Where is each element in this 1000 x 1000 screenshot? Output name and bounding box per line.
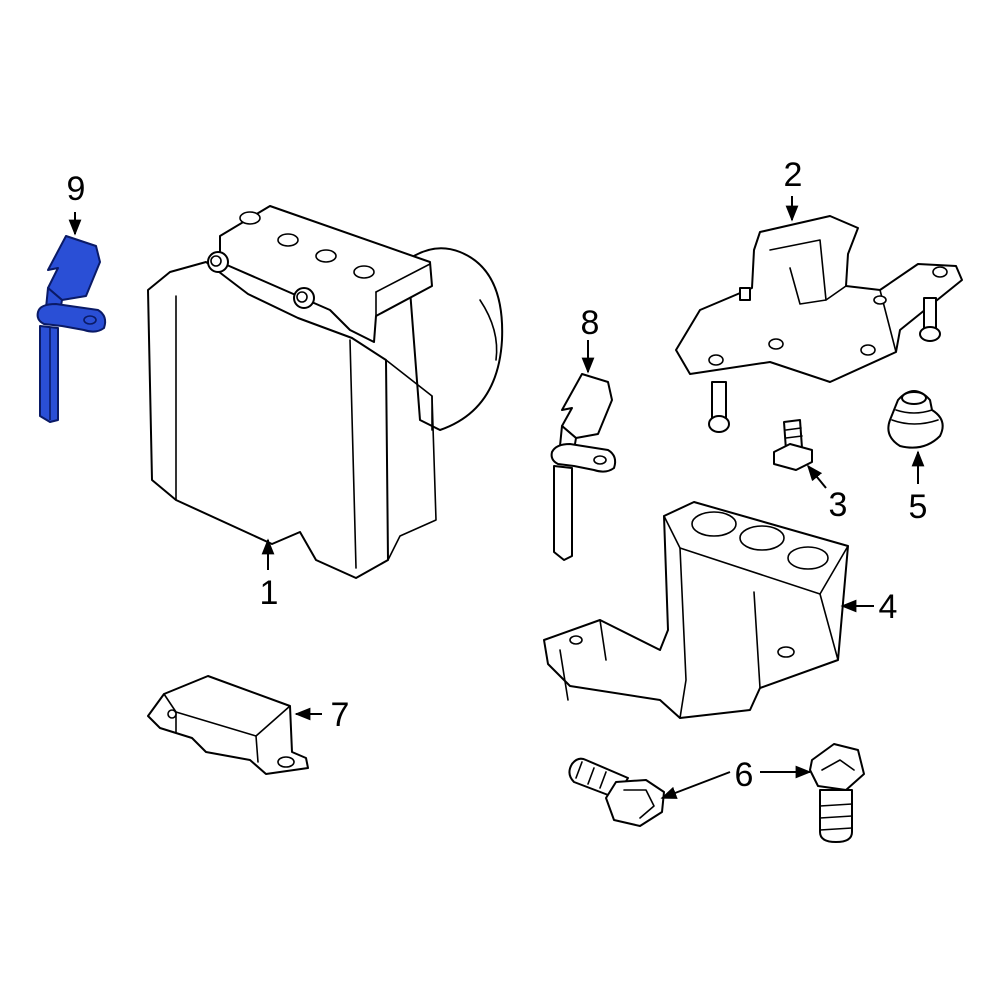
leader-6a — [660, 771, 731, 799]
part-6-bolt-left[interactable] — [568, 757, 665, 827]
part-5-grommet[interactable] — [887, 390, 944, 449]
part-9-speed-sensor[interactable] — [36, 235, 107, 423]
part-8-speed-sensor[interactable] — [550, 373, 617, 561]
part-7-sensor[interactable] — [147, 675, 309, 775]
leader-3 — [806, 464, 827, 489]
callout-1: 1 — [260, 574, 279, 612]
part-6-bolt-right[interactable] — [809, 743, 865, 843]
callout-5: 5 — [909, 488, 928, 526]
leader-lines — [68, 196, 925, 799]
callout-4: 4 — [879, 588, 898, 626]
callout-3: 3 — [829, 486, 848, 524]
callout-8: 8 — [581, 304, 600, 342]
part-2-bracket[interactable] — [675, 215, 963, 433]
part-3-bolt[interactable] — [773, 419, 813, 471]
callout-6: 6 — [735, 756, 754, 794]
part-4-bracket[interactable] — [543, 501, 849, 719]
callout-labels: 9 2 8 1 3 5 4 7 6 — [67, 156, 928, 794]
callout-9: 9 — [67, 170, 86, 208]
callout-7: 7 — [331, 696, 350, 734]
callout-2: 2 — [784, 156, 803, 194]
part-1-abs-modulator[interactable] — [147, 205, 504, 579]
